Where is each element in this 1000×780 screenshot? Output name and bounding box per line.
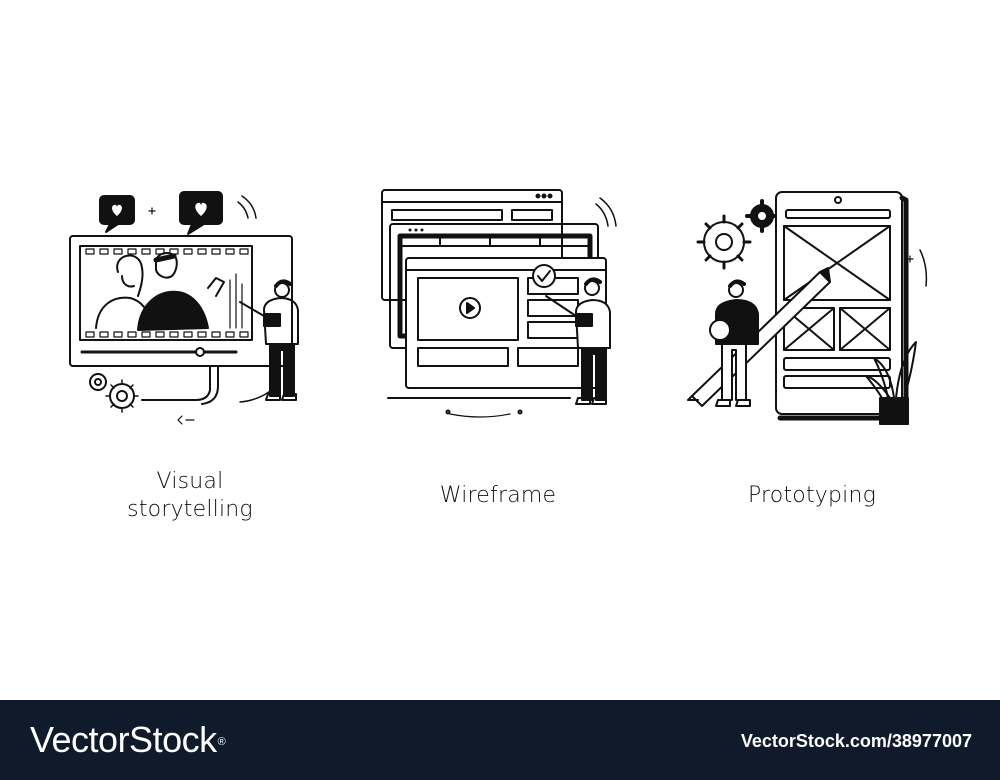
brand-name: VectorStock <box>30 719 217 760</box>
gear-icon <box>745 199 779 233</box>
check-icon <box>532 264 556 288</box>
person-icon <box>545 277 611 405</box>
prototyping-caption: Prototyping <box>747 483 877 508</box>
wireframe-illustration <box>370 180 630 440</box>
visual-storytelling-illustration <box>60 180 340 440</box>
heart-bubble-icon <box>99 195 135 233</box>
monitor-icon <box>69 235 293 405</box>
heart-bubble-icon <box>179 191 223 235</box>
trademark-symbol: ® <box>217 736 226 748</box>
caption-line-2: storytelling <box>127 497 253 522</box>
artboard: Visual storytelling <box>60 180 940 524</box>
gear-icon <box>89 373 139 413</box>
visual-storytelling-caption: Visual storytelling <box>100 468 280 524</box>
gear-icon <box>696 214 752 270</box>
image-id-label: VectorStock.com/38977007 <box>740 731 972 751</box>
person-icon <box>709 279 759 407</box>
plant-icon <box>865 341 917 425</box>
person-icon <box>239 279 299 401</box>
prototyping-illustration <box>680 180 940 440</box>
caption-line-1: Visual <box>156 469 224 494</box>
wireframe-caption: Wireframe <box>439 483 557 508</box>
brand-logo: VectorStock® <box>30 718 226 762</box>
watermark-footer: VectorStock® VectorStock.com/38977007 <box>0 700 1000 780</box>
